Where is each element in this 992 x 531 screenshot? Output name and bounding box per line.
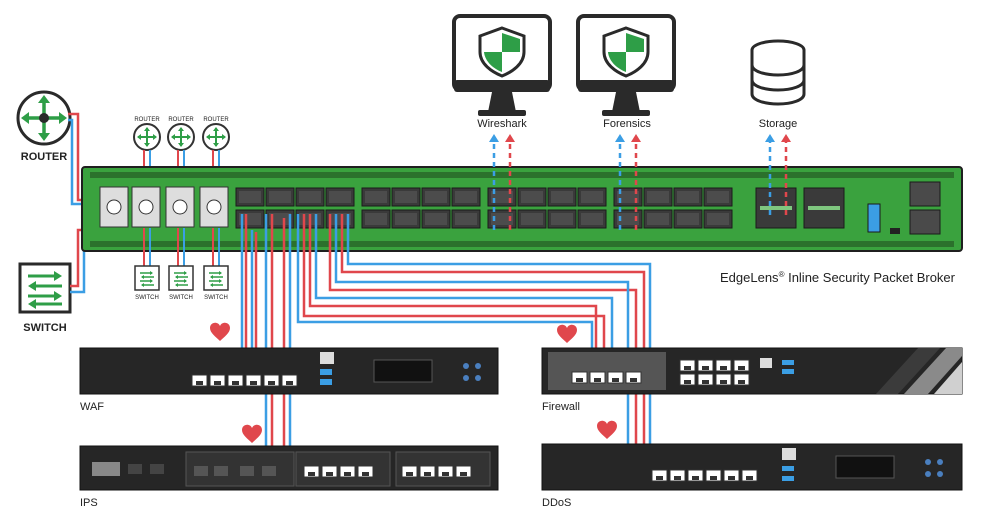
uplink-arrowheads [489,134,791,142]
heart-icon-firewall [557,324,577,343]
ips-label: IPS [80,497,98,509]
small-switch-3 [203,265,229,291]
small-router-2 [167,123,195,151]
small-switch-1 [134,265,160,291]
firewall-appliance [541,347,963,395]
wireshark-monitor-icon [452,14,552,118]
small-switch-label-2: SWITCH [169,295,193,301]
firewall-label: Firewall [542,401,580,413]
waf-label: WAF [80,401,104,413]
router-label: ROUTER [21,151,68,163]
database-icon [750,39,806,106]
switch-label: SWITCH [23,322,66,334]
router-icon [16,90,72,146]
small-switch-label-1: SWITCH [135,295,159,301]
heart-icon-ddos [597,420,617,439]
storage-label: Storage [759,118,798,130]
ddos-label: DDoS [542,497,571,509]
packet-broker [81,166,963,252]
small-router-label-3: ROUTER [203,117,229,123]
forensics-monitor-icon [576,14,676,118]
ddos-appliance [541,443,963,491]
wireshark-label: Wireshark [477,118,527,130]
ips-appliance [79,445,499,491]
small-router-label-1: ROUTER [134,117,160,123]
switch-icon [18,262,72,314]
forensics-label: Forensics [603,118,651,130]
small-switch-2 [168,265,194,291]
heart-icon-waf [210,322,230,341]
heart-icon-ips [242,424,262,443]
small-router-label-2: ROUTER [168,117,194,123]
small-switch-links [143,228,220,266]
tool-uplinks [492,140,788,230]
product-name: EdgeLens® Inline Security Packet Broker [720,270,956,285]
small-switch-label-3: SWITCH [204,295,228,301]
small-router-3 [202,123,230,151]
waf-appliance [79,347,499,395]
small-router-1 [133,123,161,151]
